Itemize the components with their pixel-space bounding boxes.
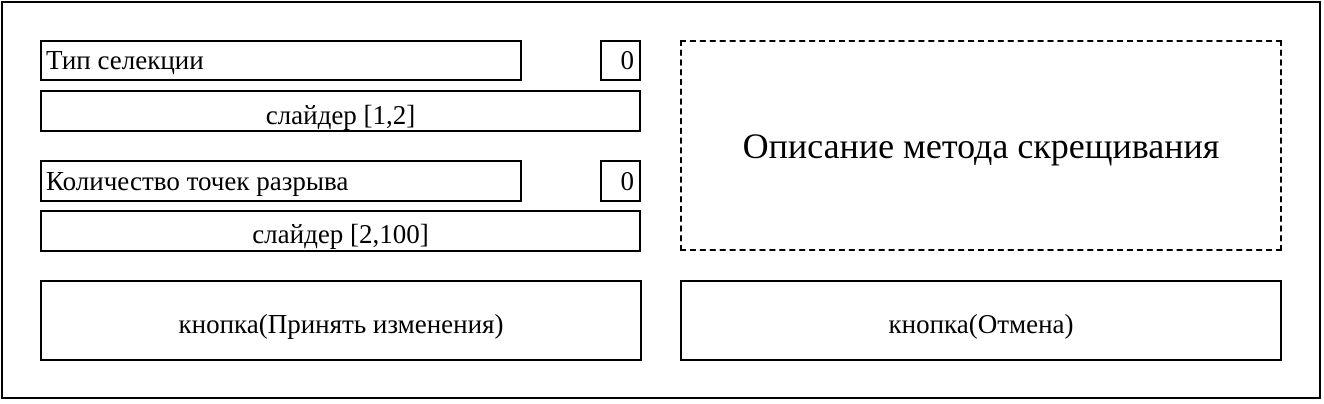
selection-type-slider[interactable]: слайдер [1,2] (40, 90, 641, 132)
selection-type-value: 0 (600, 40, 641, 81)
breakpoints-count-value: 0 (600, 160, 641, 202)
cancel-button[interactable]: кнопка(Отмена) (680, 280, 1282, 361)
breakpoints-count-label: Количество точек разрыва (40, 160, 522, 202)
accept-changes-button[interactable]: кнопка(Принять изменения) (40, 280, 642, 361)
crossover-description: Описание метода скрещивания (680, 40, 1282, 251)
selection-type-label: Тип селекции (40, 40, 522, 81)
breakpoints-count-slider[interactable]: слайдер [2,100] (40, 210, 641, 252)
